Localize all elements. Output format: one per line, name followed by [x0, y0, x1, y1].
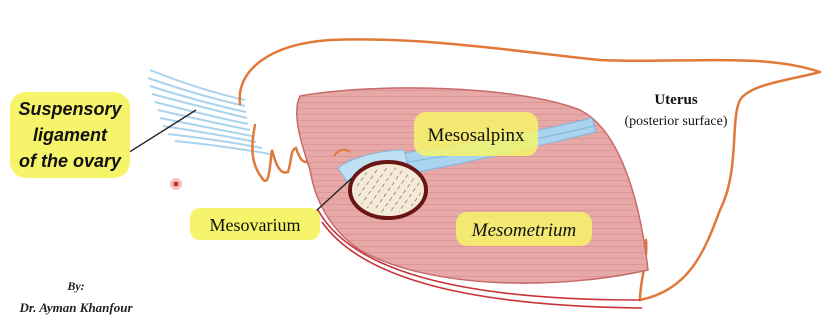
mesovarium-label: Mesovarium [190, 208, 320, 240]
svg-text:Mesovarium: Mesovarium [210, 215, 301, 235]
svg-text:Suspensory: Suspensory [18, 99, 122, 119]
svg-text:of the ovary: of the ovary [19, 151, 122, 171]
svg-text:By:: By: [66, 279, 84, 293]
svg-text:Dr. Ayman Khanfour: Dr. Ayman Khanfour [18, 300, 133, 315]
author-credit: By: Dr. Ayman Khanfour [18, 279, 133, 315]
ovary [350, 162, 426, 218]
svg-text:(posterior surface): (posterior surface) [624, 114, 727, 129]
svg-text:ligament: ligament [33, 125, 108, 145]
suspensory-ligament-label: Suspensory ligament of the ovary [10, 92, 130, 178]
marker-dot [170, 178, 182, 190]
svg-text:Mesometrium: Mesometrium [471, 220, 576, 241]
svg-text:Mesosalpinx: Mesosalpinx [427, 125, 525, 146]
uterus-label: Uterus (posterior surface) [624, 92, 727, 129]
mesosalpinx-label: Mesosalpinx [414, 112, 538, 156]
mesometrium-label: Mesometrium [456, 212, 592, 246]
svg-text:Uterus: Uterus [654, 92, 697, 108]
